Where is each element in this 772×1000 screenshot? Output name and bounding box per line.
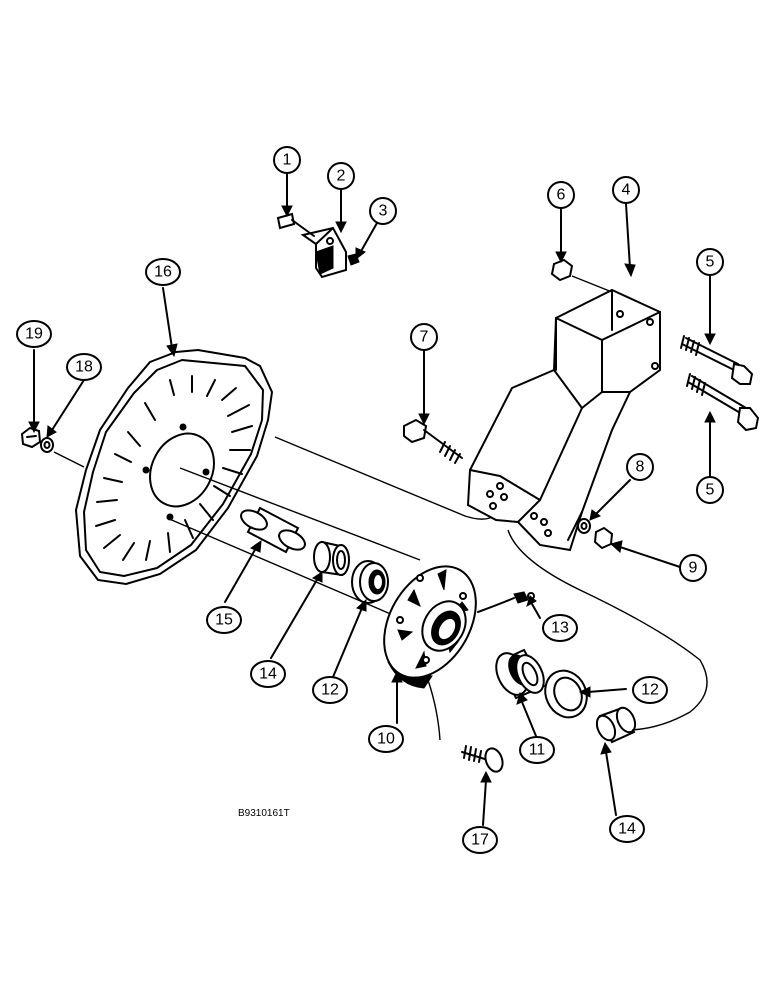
part-12-bearing-left — [351, 560, 389, 604]
svg-text:1: 1 — [283, 152, 292, 169]
callout-17: 17 — [462, 826, 498, 854]
svg-text:12: 12 — [321, 682, 339, 699]
part-9-nut — [593, 526, 614, 550]
callout-16: 16 — [145, 258, 181, 286]
part-11-bearing — [495, 648, 546, 700]
svg-text:13: 13 — [551, 620, 569, 637]
svg-text:3: 3 — [379, 203, 388, 220]
svg-text:12: 12 — [641, 682, 659, 699]
callout-15: 15 — [206, 606, 242, 634]
callout-11: 11 — [519, 736, 555, 764]
callout-6: 6 — [547, 181, 575, 209]
svg-text:18: 18 — [75, 359, 93, 376]
part-7-bolt — [403, 418, 463, 464]
callout-13: 13 — [542, 614, 578, 642]
svg-text:9: 9 — [689, 560, 698, 577]
callout-3: 3 — [369, 197, 397, 225]
part-5-bolt-lower — [686, 373, 760, 432]
part-2-bracket — [300, 226, 347, 279]
svg-text:17: 17 — [471, 832, 489, 849]
part-6-nut — [550, 258, 574, 282]
svg-text:7: 7 — [420, 329, 429, 346]
callout-9: 9 — [679, 554, 707, 582]
svg-text:14: 14 — [259, 666, 277, 683]
part-12-bearing-right — [544, 669, 588, 719]
part-1-bolt — [276, 212, 315, 237]
svg-text:14: 14 — [618, 821, 636, 838]
callout-5-upper: 5 — [696, 248, 724, 276]
svg-text:15: 15 — [215, 612, 233, 629]
svg-text:16: 16 — [154, 264, 172, 281]
part-16-disc — [74, 348, 274, 586]
part-19-nut — [20, 426, 42, 449]
callout-1: 1 — [273, 146, 301, 174]
part-15-spacer-tube — [240, 506, 306, 554]
callout-arrows — [33, 173, 711, 826]
callout-10: 10 — [368, 725, 404, 753]
svg-text:2: 2 — [337, 168, 346, 185]
part-14-bushing-right — [595, 706, 637, 744]
svg-text:11: 11 — [529, 742, 546, 759]
callout-7: 7 — [410, 323, 438, 351]
part-17-carriage-bolt — [427, 679, 504, 773]
svg-text:6: 6 — [557, 187, 566, 204]
callout-19: 19 — [16, 320, 52, 348]
part-18-washer — [40, 437, 54, 453]
callout-14-right: 14 — [609, 815, 645, 843]
svg-text:8: 8 — [636, 459, 645, 476]
part-14-bushing-left — [313, 540, 350, 577]
part-8-washer — [577, 518, 591, 534]
part-4-arm — [466, 288, 661, 552]
callout-18: 18 — [66, 353, 102, 381]
part-10-hub — [383, 565, 477, 689]
svg-text:4: 4 — [622, 182, 631, 199]
callout-14-left: 14 — [250, 660, 286, 688]
callout-2: 2 — [327, 162, 355, 190]
svg-text:19: 19 — [25, 326, 43, 343]
drawing-reference-code: B9310161T — [238, 808, 290, 819]
callout-5-lower: 5 — [696, 476, 724, 504]
callout-12-left: 12 — [312, 676, 348, 704]
svg-text:10: 10 — [377, 731, 395, 748]
svg-text:5: 5 — [706, 254, 715, 271]
callout-12-right: 12 — [632, 676, 668, 704]
svg-text:5: 5 — [706, 482, 715, 499]
callout-8: 8 — [626, 453, 654, 481]
callout-4: 4 — [612, 176, 640, 204]
part-13-grease-fitting — [477, 591, 535, 613]
part-5-bolt-upper — [680, 335, 754, 385]
arrowheads — [28, 205, 716, 783]
